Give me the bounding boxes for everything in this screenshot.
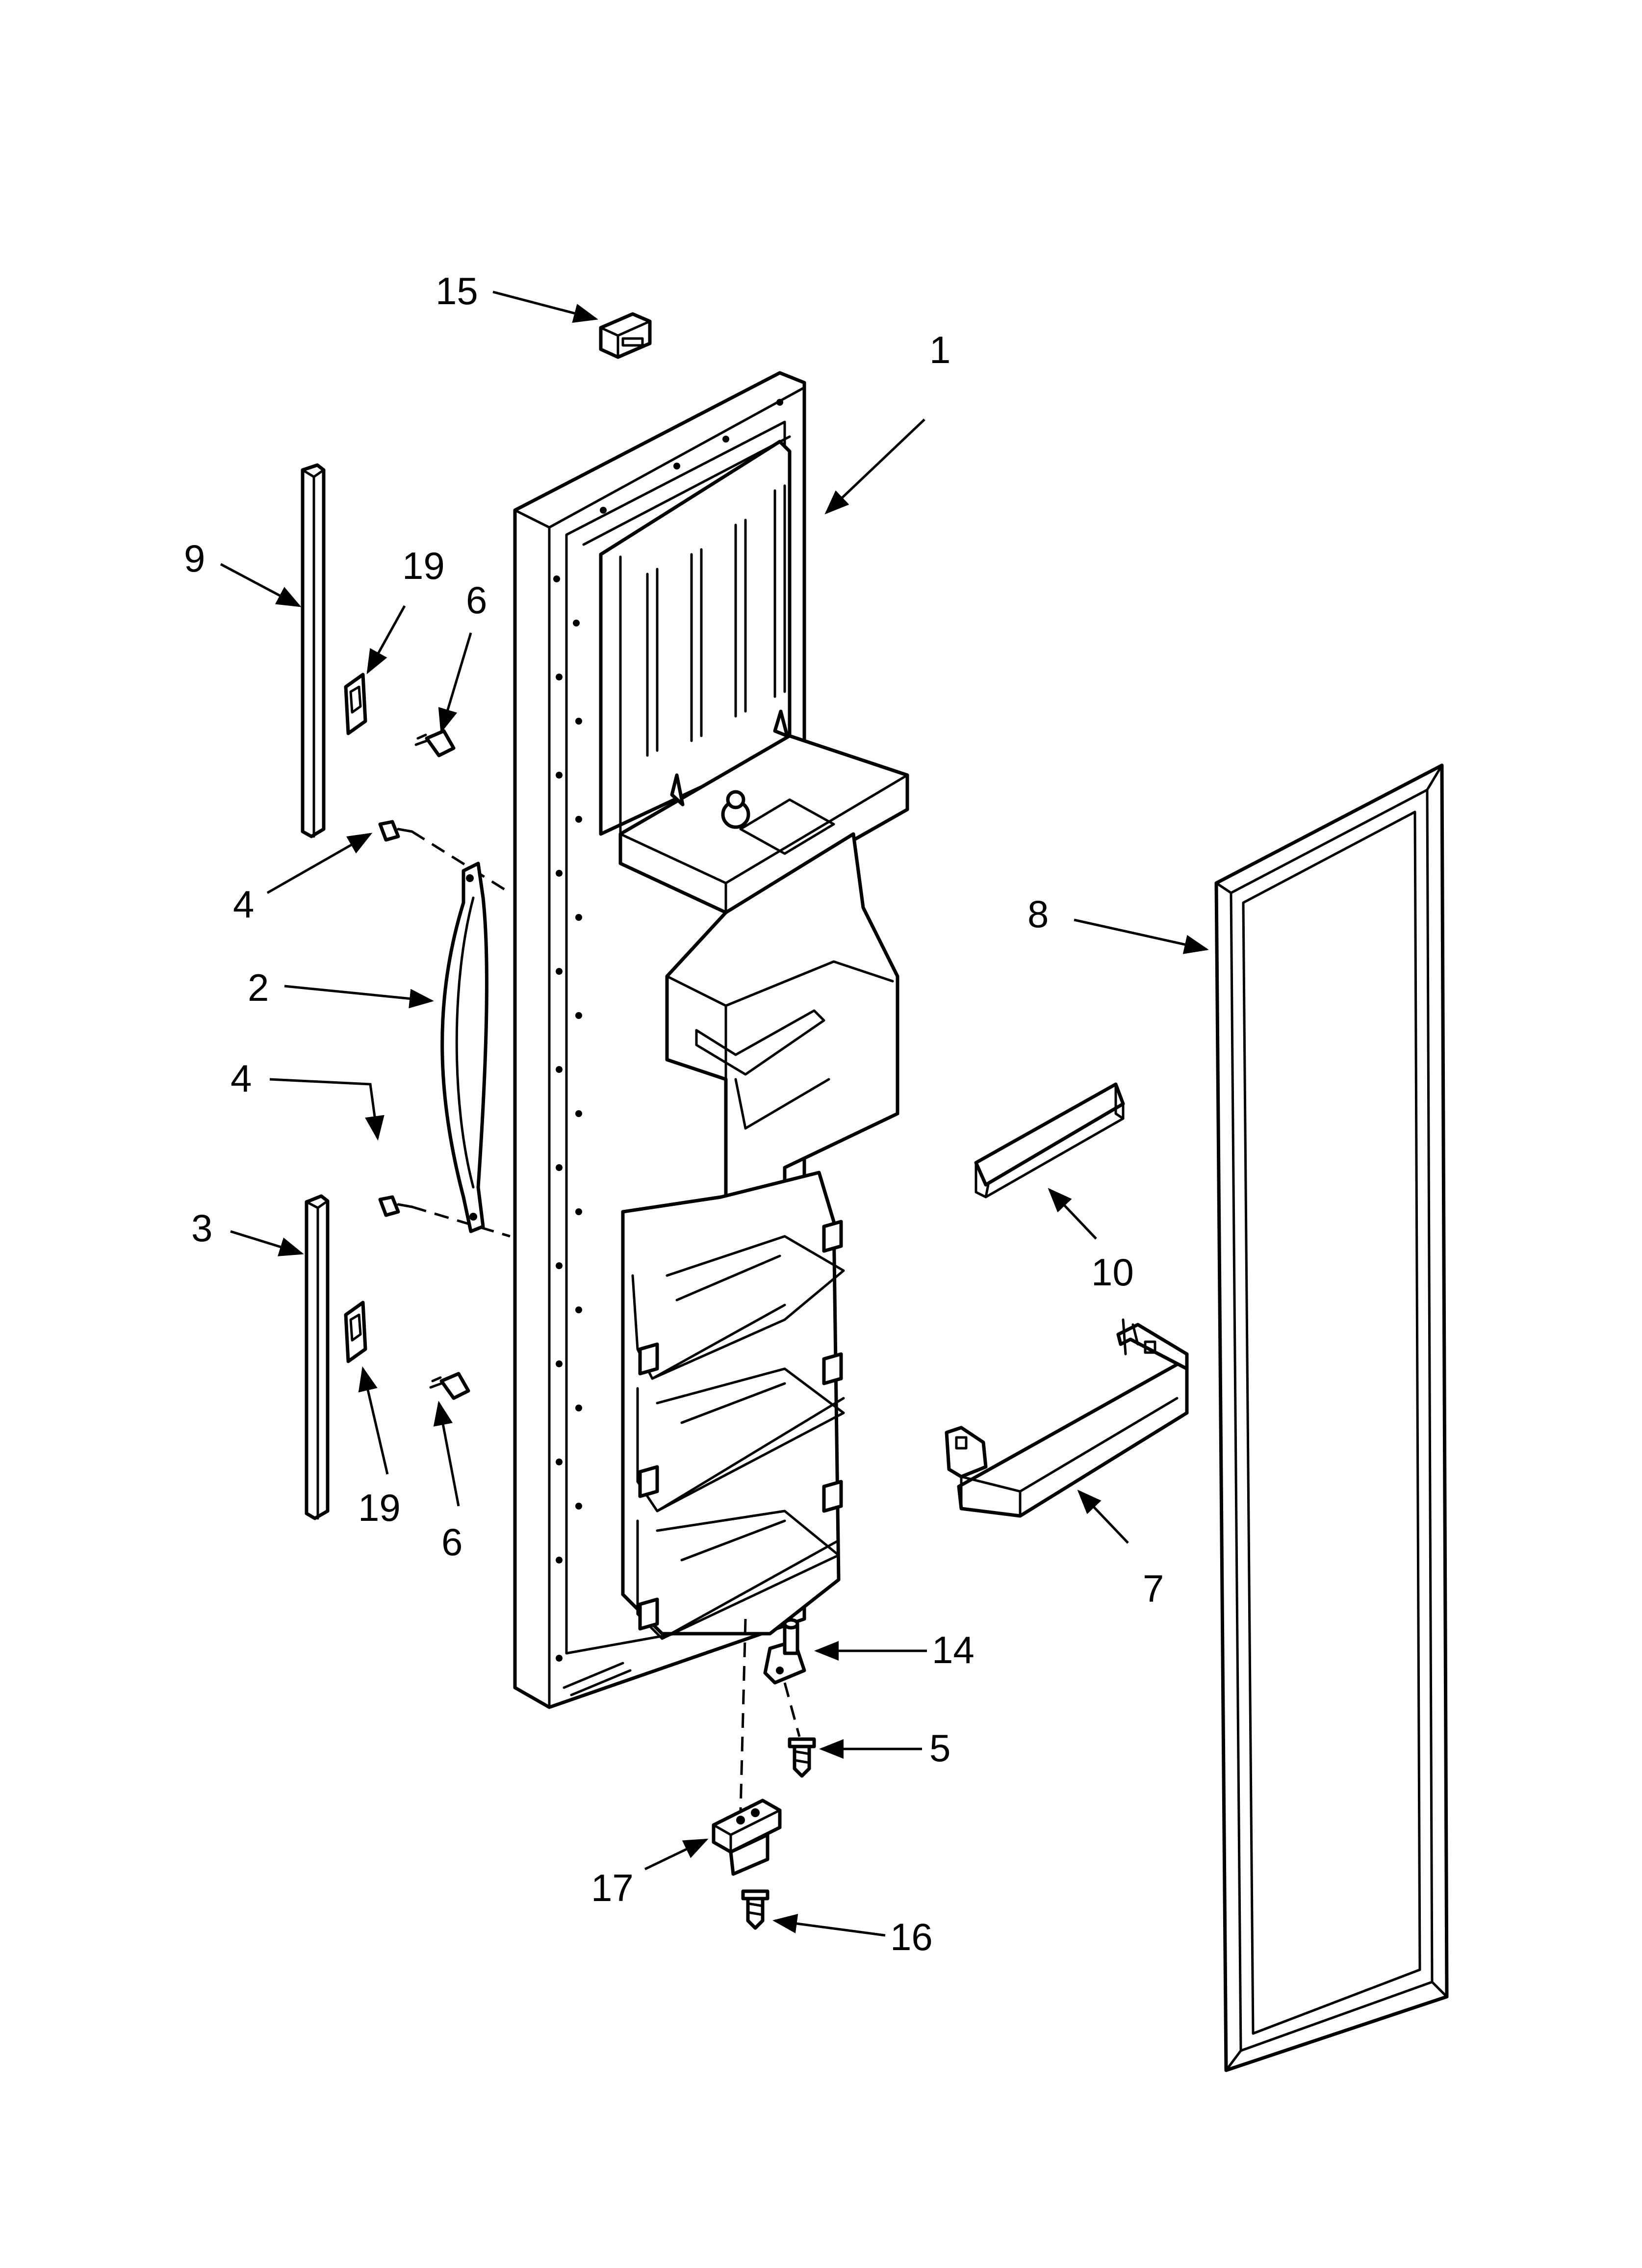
callout-3: 3: [191, 1206, 212, 1250]
part-17-hinge: [712, 1799, 782, 1876]
callout-19-lower: 19: [358, 1486, 401, 1529]
callout-15: 15: [436, 269, 478, 313]
screw-axis-line: [783, 1682, 801, 1737]
part-14-hinge-pin: [763, 1618, 806, 1685]
callout-labels: 15 1 9 19 6 4 2 4 3 19 6 8 10 7 14 5 17 …: [184, 269, 1164, 1958]
part-19-clip-upper: [344, 673, 367, 735]
leader-lines: [220, 290, 1209, 1937]
callout-8: 8: [1027, 892, 1049, 936]
part-3-lower-trim: [305, 1194, 330, 1520]
callout-16: 16: [890, 1915, 933, 1958]
callout-6-lower: 6: [441, 1520, 462, 1564]
part-4-screw-upper: [378, 820, 511, 894]
callout-10: 10: [1091, 1251, 1134, 1294]
callout-4-upper: 4: [233, 883, 254, 926]
part-7-door-bin: [945, 1318, 1189, 1518]
part-19-clip-lower: [344, 1301, 367, 1363]
callout-17: 17: [591, 1866, 634, 1909]
part-15-connector: [599, 312, 652, 359]
part-6-screw-upper: [414, 729, 456, 757]
part-5-screw: [788, 1737, 816, 1778]
part-4-screw-lower: [378, 1195, 511, 1238]
callout-9: 9: [184, 537, 205, 580]
callout-2: 2: [248, 966, 269, 1009]
hinge-axis-line: [739, 1618, 747, 1811]
callout-4-lower: 4: [231, 1057, 252, 1100]
callout-14: 14: [932, 1628, 975, 1671]
part-2-handle: [440, 861, 488, 1233]
part-16-screw: [741, 1889, 770, 1930]
callout-7: 7: [1143, 1567, 1164, 1610]
part-9-upper-trim: [301, 463, 326, 838]
part-6-screw-lower: [429, 1372, 470, 1400]
part-10-rail: [974, 1082, 1125, 1199]
callout-19-upper: 19: [402, 544, 445, 587]
callout-1: 1: [929, 328, 950, 371]
door-flange-holes: [553, 399, 783, 1662]
callout-5: 5: [929, 1726, 950, 1770]
callout-6-upper: 6: [466, 578, 487, 622]
part-8-gasket: [1214, 763, 1449, 2072]
part-1-door-assembly: [513, 371, 909, 1709]
